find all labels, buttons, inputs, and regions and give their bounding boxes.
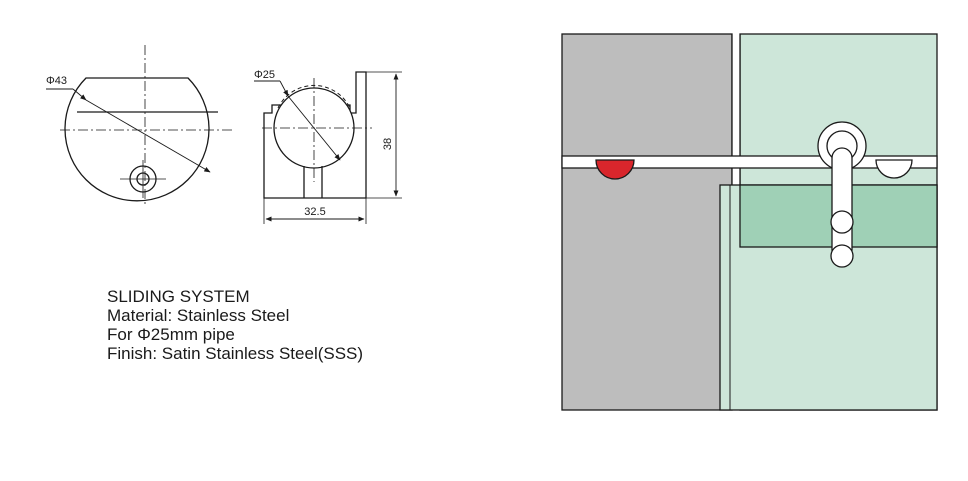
right-stopper [875,159,913,179]
spec-pipe: For Φ25mm pipe [107,325,235,344]
pipe-bracket-view [254,71,402,224]
height-dimension-label: 38 [382,138,394,150]
roller-front-view [46,45,232,205]
roller-diameter-label: Φ43 [46,75,67,87]
spec-title: SLIDING SYSTEM [107,287,250,306]
specification-text: SLIDING SYSTEM Material: Stainless Steel… [107,287,363,363]
left-stopper [595,159,635,180]
wall-panel [561,33,733,411]
spec-material: Material: Stainless Steel [107,306,290,325]
installation-illustration [561,33,938,411]
pipe-diameter-label: Φ25 [254,69,275,81]
spec-finish: Finish: Satin Stainless Steel(SSS) [107,344,364,363]
width-dimension-label: 32.5 [304,206,325,218]
roller-hanger [817,121,867,268]
